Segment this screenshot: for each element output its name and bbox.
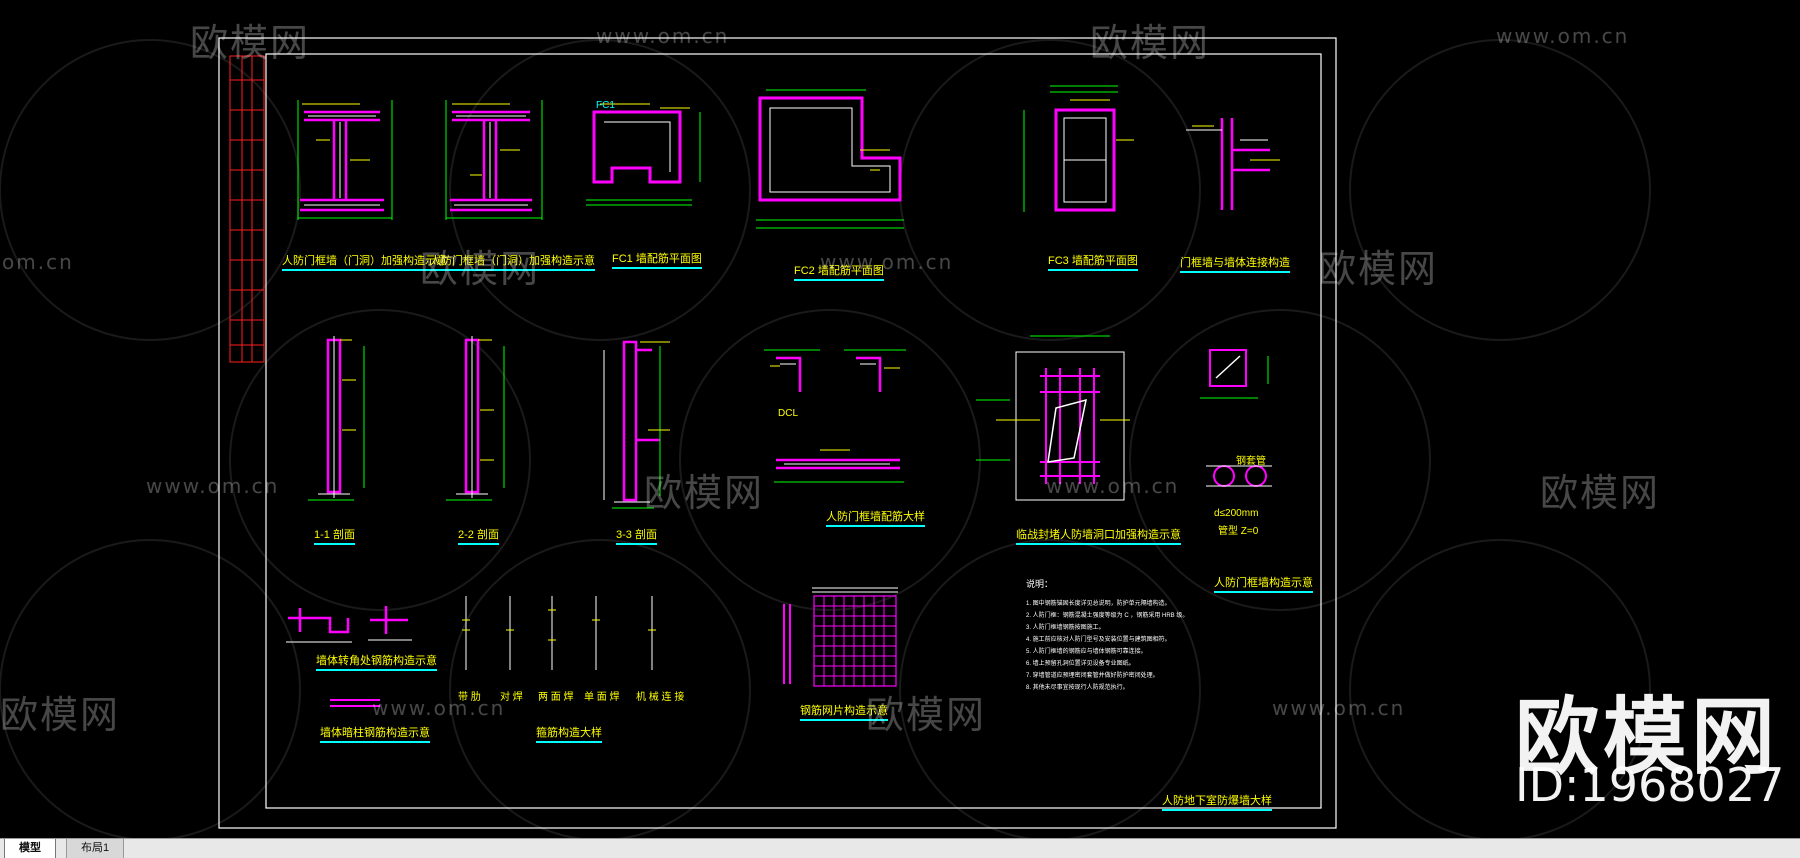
label-sec22: 2-2 剖面 <box>458 526 499 545</box>
label-mesh-title: 钢筋网片构造示意 <box>800 702 888 721</box>
detail-fc1-plan <box>586 103 701 206</box>
watermark-site: www.om.cn <box>1496 24 1630 48</box>
detail-pipe-casing <box>1200 349 1272 487</box>
detail-door-frame-1 <box>297 100 393 220</box>
label-fc3-title: FC3 墙配筋平面图 <box>1048 252 1138 271</box>
sheet-title: 人防地下室防爆墙大样 <box>1162 792 1272 811</box>
watermark-big-logo: 欧模网 <box>1515 688 1780 786</box>
note-line: 8. 其他未尽事宜按现行人防规范执行。 <box>1026 685 1129 691</box>
watermark-site: www.om.cn <box>146 474 280 498</box>
label-door-detail: 门框墙与墙体连接构造 <box>1180 254 1290 273</box>
note-line: 3. 人防门框墙钢筋按图施工。 <box>1026 625 1105 631</box>
watermark-circles <box>0 39 1651 838</box>
detail-opening-reinforcement <box>976 335 1130 501</box>
label-rebar-type-1: 带 肋 <box>458 692 481 703</box>
detail-wall-corner <box>286 606 412 707</box>
note-line: 1. 图中钢筋锚固长度详见总说明，防护单元隔墙构造。 <box>1026 601 1171 607</box>
layout-tab-bar: 模型 布局1 <box>0 838 1800 858</box>
label-sec33: 3-3 剖面 <box>616 526 657 545</box>
detail-section-1-1 <box>308 336 365 501</box>
label-wall-hidden: 墙体暗柱钢筋构造示意 <box>320 724 430 743</box>
watermark-logo: 欧模网 <box>644 471 765 515</box>
detail-rebar-mesh <box>783 587 898 687</box>
label-rebar-type-3: 两 面 焊 <box>538 692 574 703</box>
watermark-logo: 欧模网 <box>866 693 987 737</box>
label-dcl: DCL <box>778 408 799 419</box>
note-line: 2. 人防门框：钢筋混凝土强度等级为 C ，钢筋采用 HRB 级。 <box>1026 613 1189 619</box>
sheet-inner-border <box>265 53 1322 809</box>
label-rebar-title: 箍筋构造大样 <box>536 724 602 743</box>
watermark-logo: 欧模网 <box>190 21 311 65</box>
note-line: 7. 穿墙管道应预埋密闭套管并做好防护密闭处理。 <box>1026 673 1159 679</box>
detail-fc2-plan <box>756 89 904 229</box>
watermark-logo: 欧模网 <box>1318 247 1439 291</box>
label-wall-corner: 墙体转角处钢筋构造示意 <box>316 652 437 671</box>
watermark-site: www.om.cn <box>820 250 954 274</box>
label-detail-2: 人防门框墙（门洞）加强构造示意 <box>430 252 595 271</box>
label-fc2-title: FC2 墙配筋平面图 <box>794 262 884 281</box>
label-dc-detail: 人防门框墙配筋大样 <box>826 508 925 527</box>
watermark-site-partial: om.cn <box>2 250 74 274</box>
detail-door-frame-2 <box>445 100 543 220</box>
note-line: 5. 人防门框墙的钢筋应与墙体钢筋可靠连接。 <box>1026 649 1147 655</box>
revision-strip <box>229 55 265 363</box>
detail-section-2-2 <box>446 336 505 501</box>
label-rebar-type-5: 机 械 连 接 <box>636 692 685 703</box>
label-fc1: FC1 <box>596 100 615 111</box>
detail-door-connection <box>1186 118 1280 210</box>
note-line: 6. 墙上预留孔洞位置详见设备专业图纸。 <box>1026 661 1135 667</box>
label-pipe-note: d≤200mm <box>1214 508 1259 519</box>
label-detail-1: 人防门框墙（门洞）加强构造示意 <box>282 252 447 271</box>
label-opening: 临战封堵人防墙洞口加强构造示意 <box>1016 526 1181 545</box>
notes-heading: 说明： <box>1026 579 1054 589</box>
label-rebar-type-4: 单 面 焊 <box>584 692 620 703</box>
watermark-logo: 欧模网 <box>420 247 541 291</box>
detail-rebar-splices <box>462 596 656 670</box>
watermark-logo: 欧模网 <box>0 693 121 737</box>
label-casing: 钢套管 <box>1236 456 1266 467</box>
label-fc1-title: FC1 墙配筋平面图 <box>612 250 702 269</box>
tab-model[interactable]: 模型 <box>4 839 56 858</box>
watermark-site: www.om.cn <box>596 24 730 48</box>
notes-block: 说明： 1. 图中钢筋锚固长度详见总说明，防护单元隔墙构造。 2. 人防门框：钢… <box>1026 578 1266 694</box>
tab-layout1[interactable]: 布局1 <box>66 839 125 858</box>
watermark-site: www.om.cn <box>372 696 506 720</box>
watermark-logo: 欧模网 <box>1090 21 1211 65</box>
label-rebar-type-2: 对 焊 <box>500 692 523 703</box>
watermark-site: www.om.cn <box>1046 474 1180 498</box>
detail-dc-frame <box>764 349 906 483</box>
label-type: 管型 Z=0 <box>1218 526 1259 537</box>
detail-fc3-plan <box>1023 85 1134 212</box>
sheet-outer-border <box>218 37 1337 829</box>
watermark-id: ID:1968027 <box>1515 758 1785 812</box>
watermark-logo: 欧模网 <box>1540 471 1661 515</box>
watermark-site: www.om.cn <box>1272 696 1406 720</box>
model-space-viewport[interactable]: 人防门框墙（门洞）加强构造示意 人防门框墙（门洞）加强构造示意 FC1 墙配筋平… <box>0 0 1800 838</box>
label-sec11: 1-1 剖面 <box>314 526 355 545</box>
cad-drawing-canvas[interactable] <box>0 0 1800 838</box>
detail-section-3-3 <box>603 340 670 509</box>
note-line: 4. 施工前应核对人防门型号及安装位置与建筑图相符。 <box>1026 637 1171 643</box>
label-side-title: 人防门框墙构造示意 <box>1214 574 1313 593</box>
